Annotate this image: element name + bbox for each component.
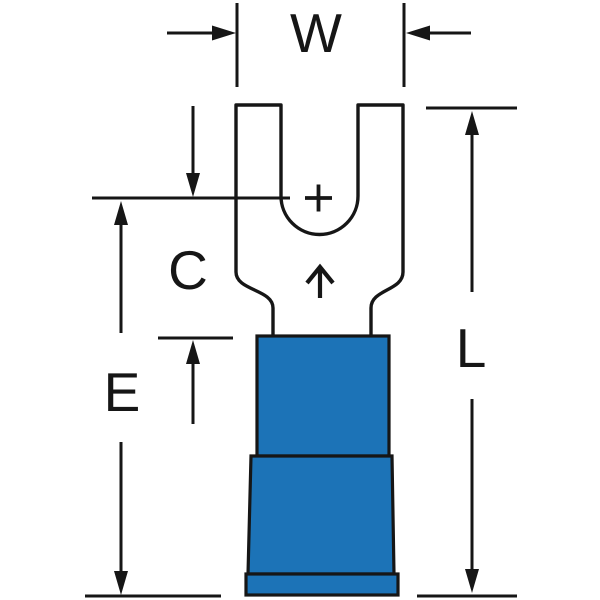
- dimension-l: L: [417, 106, 517, 598]
- terminal-body: [234, 103, 405, 597]
- orientation-up-arrow-icon: [305, 263, 335, 298]
- w-arrowhead-right-pointing-icon: [212, 25, 236, 41]
- dimension-w: W: [167, 2, 471, 87]
- fork-metal-outline: [234, 103, 405, 340]
- dimension-label-c: C: [168, 239, 208, 301]
- dimension-c: C: [92, 106, 290, 424]
- insulation-upper-barrel: [255, 334, 391, 458]
- dimension-label-e: E: [104, 361, 141, 423]
- center-cross-icon: [305, 184, 332, 212]
- w-arrowhead-left-pointing-icon: [406, 25, 430, 41]
- l-arrowhead-down-icon: [465, 569, 479, 593]
- c-arrowhead-down-icon: [186, 173, 200, 197]
- e-arrowhead-up-icon: [114, 201, 128, 225]
- insulation-lower-barrel: [246, 454, 396, 576]
- dimension-label-w: W: [290, 2, 342, 64]
- insulation-flange: [244, 572, 400, 597]
- dimension-label-l: L: [456, 317, 487, 379]
- l-arrowhead-up-icon: [465, 111, 479, 135]
- e-arrowhead-down-icon: [114, 571, 128, 595]
- dimension-e: E: [85, 201, 221, 598]
- c-arrowhead-up-icon: [186, 340, 200, 364]
